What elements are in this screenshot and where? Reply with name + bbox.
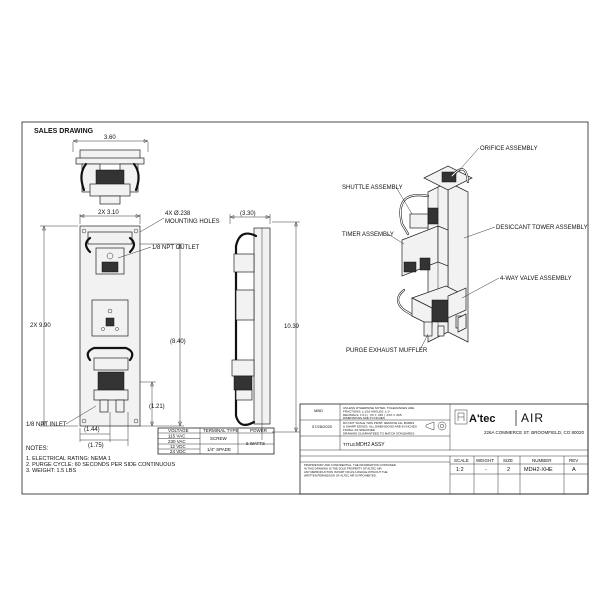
size-label: SIZE [503,458,513,463]
table-voltage-3: 12 VDC [170,444,187,449]
table-voltage-1: 115 VAC [168,434,186,439]
dim-right-offset: (1.75) [88,443,104,449]
weight-label: WEIGHT [476,458,494,463]
svg-text:AIR: AIR [521,411,544,425]
tolerance-line-4: DIMENSIONS ARE IN INCHES [343,416,385,420]
dim-mid-height: (8.40) [170,339,186,345]
weight-value: - [485,467,487,473]
dim-front-height: 2X 9.90 [30,323,51,329]
side-view: (3.30) 10.39 [229,211,300,440]
dim-front-width: 2X 3.10 [98,210,119,216]
proprietary-line-4: WRITTEN PERMISSION OF ALTEC AIR IS PROHI… [304,474,377,478]
table-voltage-2: 230 VAC [168,439,186,444]
notice-line-4: DRAWING GUARANTEED TO MATCH STANDARDS [343,432,414,436]
scale-value: 1:2 [456,467,464,473]
note-1: 1. ELECTRICAL RATING: NEMA 1 [26,456,111,462]
callout-muffler: PURGE EXHAUST MUFFLER [346,348,428,354]
table-header-terminal: TERMINAL TYPE [203,428,239,433]
rev-value: A [572,467,576,473]
sheet-title: SALES DRAWING [34,128,94,135]
callout-mounting-holes-1: 4X Ø.238 [165,211,191,217]
table-power: 6 WATTS [246,441,265,446]
callout-mounting-holes-2: MOUNTING HOLES [165,219,220,225]
dim-top-width: 3.60 [104,135,116,141]
drawing-title: MDH2 ASSY [356,442,385,448]
dim-overall-height: 10.39 [284,324,300,330]
callout-valve: 4-WAY VALVE ASSEMBLY [500,276,572,282]
proprietary-line-1: PROPRIETARY AND CONFIDENTIAL. THE INFORM… [304,463,396,467]
dim-bottom-offset: (1.21) [149,404,165,410]
table-header-power: POWER [250,428,268,433]
voltage-table: VOLTAGE TERMINAL TYPE POWER 115 VAC 230 … [157,427,275,455]
callout-orifice: ORIFICE ASSEMBLY [480,146,538,152]
dim-left-offset: (1.44) [84,427,100,433]
drawn-by: MBD [314,408,323,413]
number-value: MDH2-XHE [524,467,553,473]
callout-npt-outlet: 1/8 NPT OUTLET [152,245,200,251]
note-2: 2. PURGE CYCLE: 60 SECONDS PER SIDE CONT… [26,462,175,468]
table-header-voltage: VOLTAGE [168,428,189,433]
altec-air-logo: A'tec AIR [454,409,544,426]
tolerance-line-3: DECIMALS: ± 0.1 | .XX ± .015 | .XXX ± .0… [343,413,402,417]
tolerance-line-2: FRACTIONS: ± 1/16 ANGLES: ± 1° [343,410,391,414]
front-view: 2X 3.10 4X Ø.238 MOUNTING HOLES 1/8 NPT … [26,210,220,449]
scale-label: SCALE [454,458,469,463]
number-label: NUMBER [532,458,552,463]
drawing-date: 07/28/2020 [312,424,333,429]
callout-npt-inlet: 1/8 NPT INLET [26,422,67,428]
callout-shuttle: SHUTTLE ASSEMBLY [342,185,403,191]
company-address: 226A COMMERCE ST. BROOMFIELD, CO 80020 [484,430,585,435]
proprietary-line-2: IN THIS DRAWING IS THE SOLE PROPERTY OF … [304,467,383,471]
table-terminal-1: SCREW [210,436,228,441]
table-terminal-2: 1/4" SPADE [207,447,231,452]
notes: NOTES: 1. ELECTRICAL RATING: NEMA 1 2. P… [26,446,175,474]
dim-side-depth: (3.30) [240,211,256,217]
top-view: 3.60 [72,135,149,205]
title-label: TITLE: [343,442,357,447]
note-3: 3. WEIGHT: 1.5 LBS [26,468,76,474]
title-block: MBD 07/28/2020 UNLESS OTHERWISE NOTED, T… [299,403,589,495]
callout-timer: TIMER ASSEMBLY [342,232,394,238]
notes-heading: NOTES: [26,446,49,452]
proprietary-line-3: ANY REPRODUCTION IN PART OR AS A WHOLE W… [304,470,388,474]
table-voltage-4: 24 VDC [170,449,187,454]
notice-line-1: DO NOT SCALE THIS PRINT. REMOVE ALL BURR… [343,421,414,425]
callout-desiccant: DESICCANT TOWER ASSEMBLY [496,225,588,231]
svg-text:A'tec: A'tec [469,413,495,425]
rev-label: REV [569,458,578,463]
size-value: 2 [507,467,510,473]
tolerance-line-1: UNLESS OTHERWISE NOTED, TOLERANCES ARE: [343,406,415,410]
notice-line-3: FINISH: AS SPECIFIED [343,428,376,432]
notice-line-2: & SHARP EDGES. ALL DIMENSIONS ARE IN INC… [343,425,417,429]
isometric-view: ORIFICE ASSEMBLY SHUTTLE ASSEMBLY TIMER … [342,146,588,354]
projection-symbol [425,421,447,431]
